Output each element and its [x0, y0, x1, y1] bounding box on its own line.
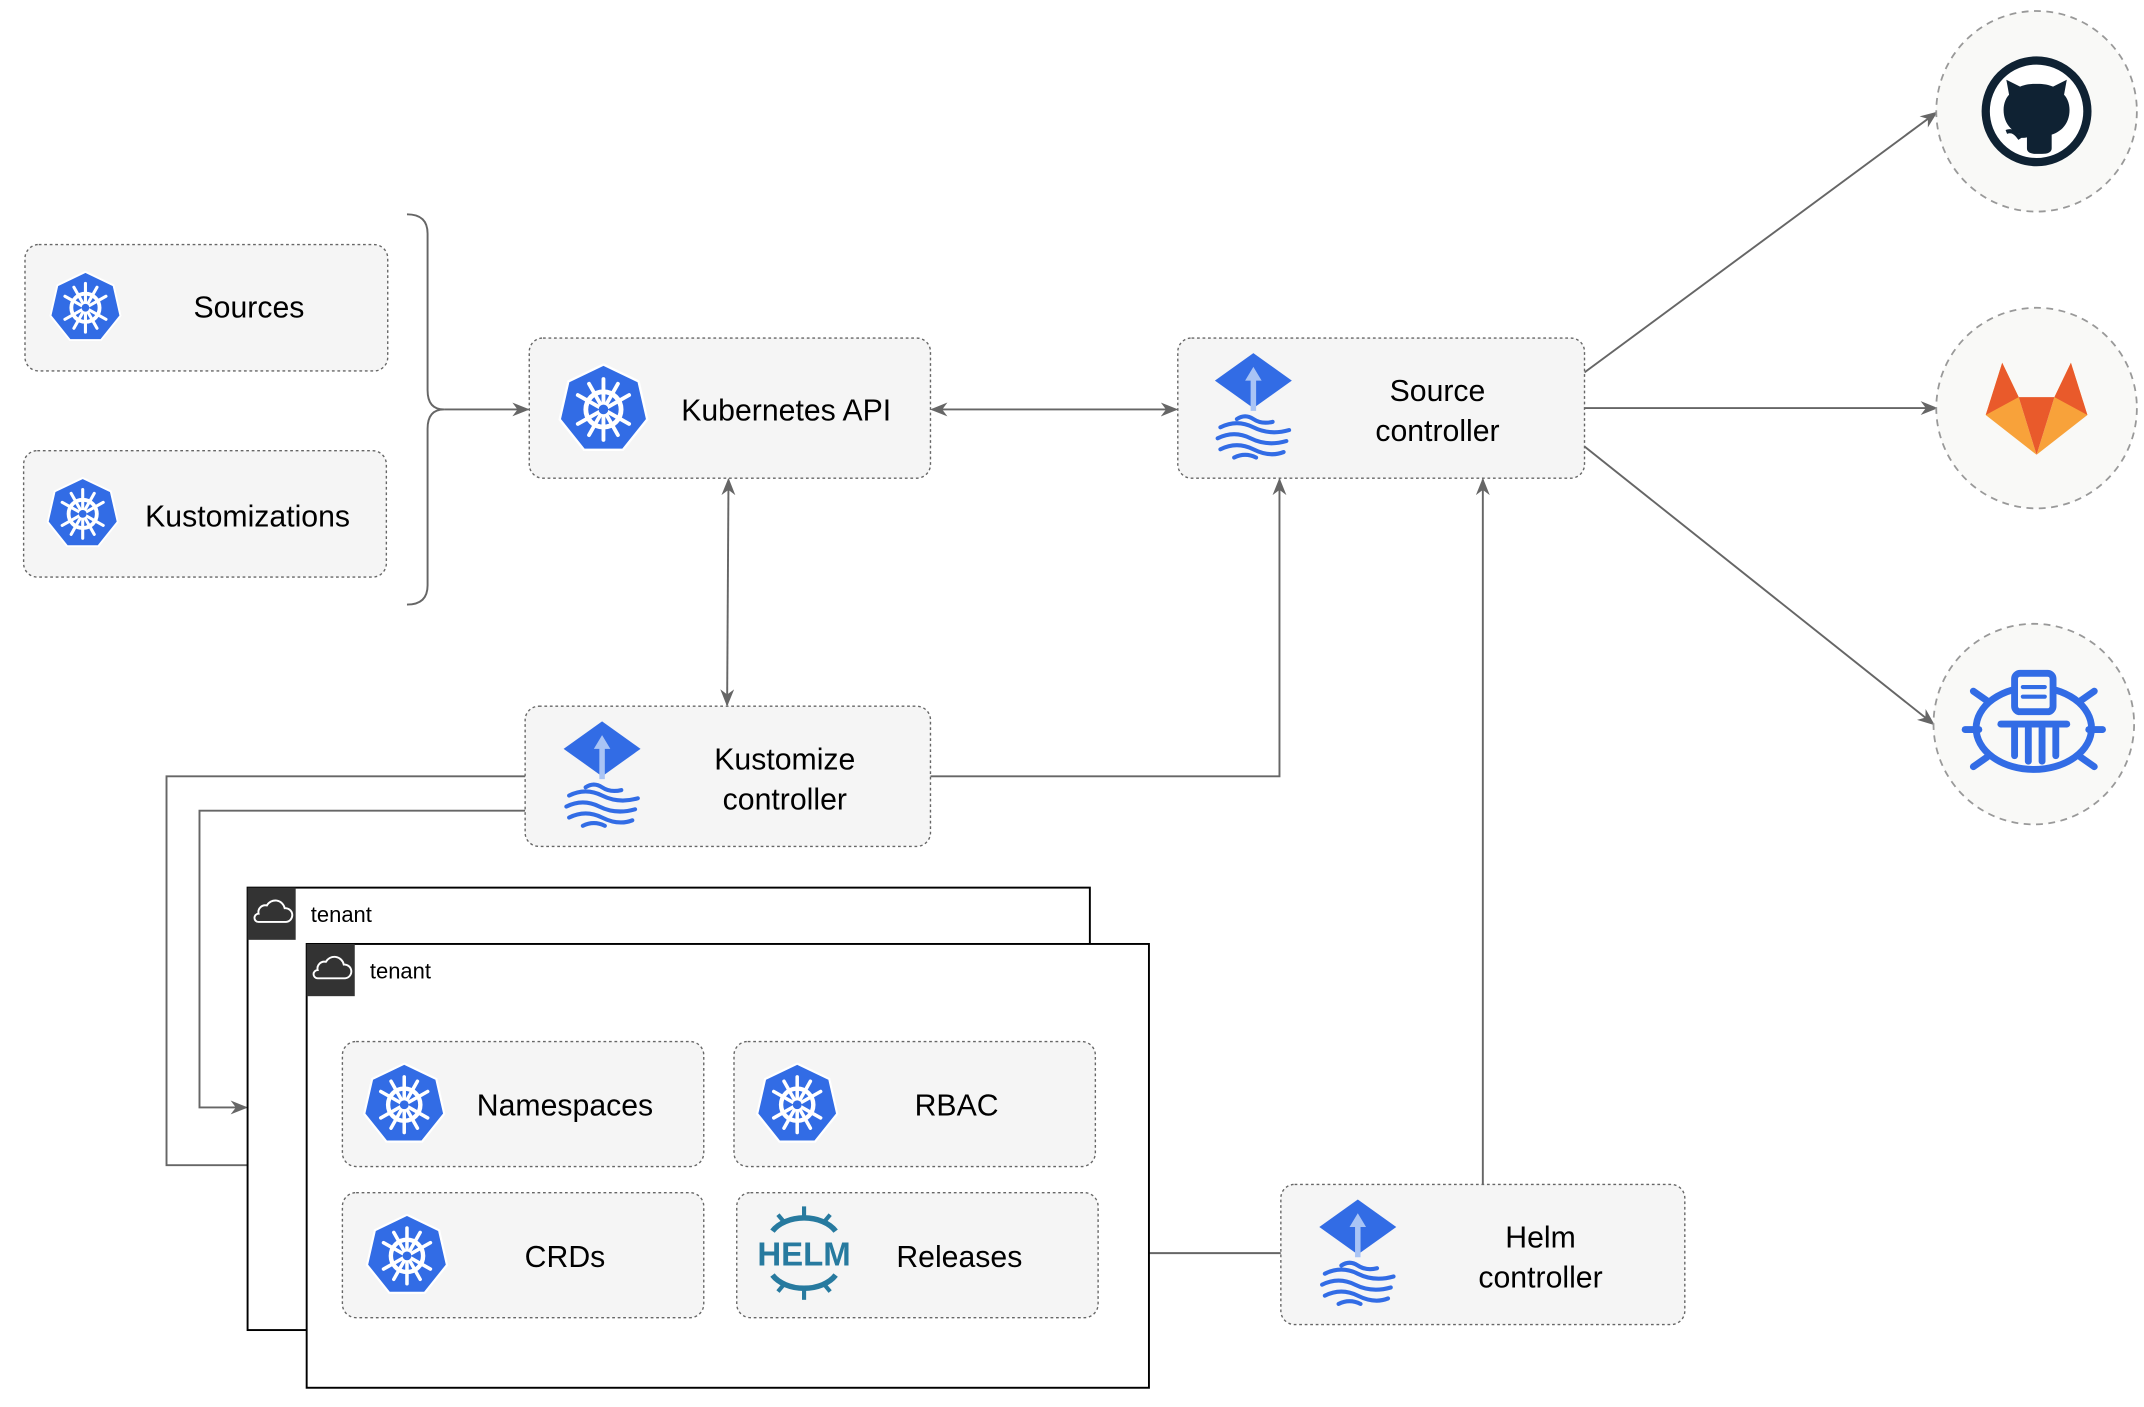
edge-kustomize-to-tenant-front	[165, 775, 526, 1173]
edge-source-to-github	[1583, 111, 1938, 374]
github-icon	[1981, 56, 2092, 167]
node-kubernetes-api[interactable]: Kubernetes API	[528, 337, 932, 479]
cloud-icon	[253, 899, 294, 923]
node-label-line1: Helm	[1505, 1222, 1576, 1255]
edge-kustomize-to-tenant-back	[198, 809, 526, 1115]
edges	[165, 111, 1938, 1261]
node-kustomize-controller[interactable]: Kustomize controller	[524, 705, 932, 848]
node-label: Namespaces	[477, 1090, 653, 1123]
svg-text:HELM: HELM	[757, 1235, 850, 1272]
tenant-label: tenant	[370, 958, 431, 983]
source-gitlab[interactable]	[1935, 306, 2138, 510]
node-label: CRDs	[525, 1241, 606, 1274]
edge-kustomize-to-source	[930, 477, 1287, 778]
node-releases[interactable]: HELM Releases	[736, 1191, 1099, 1319]
node-label-line2: controller	[1375, 415, 1499, 448]
source-bucket[interactable]	[1932, 622, 2136, 826]
node-sources[interactable]: Sources	[24, 243, 389, 372]
node-label-line1: Kustomize	[714, 743, 855, 776]
tenant-group-front[interactable]: tenant Namespaces RBAC CRDs HELM Release…	[305, 942, 1150, 1389]
node-rbac[interactable]: RBAC	[733, 1040, 1097, 1168]
node-label-line2: controller	[1478, 1261, 1602, 1294]
node-label: Kustomizations	[145, 500, 350, 533]
source-github[interactable]	[1935, 10, 2138, 213]
node-label: Kubernetes API	[681, 394, 891, 427]
node-namespaces[interactable]: Namespaces	[341, 1040, 705, 1168]
helm-icon: HELM	[757, 1206, 851, 1300]
brace	[406, 213, 445, 606]
node-source-controller[interactable]: Source controller	[1177, 337, 1586, 479]
node-label-line2: controller	[723, 783, 847, 816]
tenant-label: tenant	[311, 902, 372, 927]
node-helm-controller[interactable]: Helm controller	[1280, 1183, 1686, 1326]
node-crds[interactable]: CRDs	[341, 1191, 705, 1319]
bucket-icon	[1961, 669, 2106, 773]
gitlab-icon	[1985, 362, 2088, 455]
node-label: Sources	[194, 291, 305, 324]
cloud-icon-bg	[306, 943, 355, 997]
cloud-icon-bg	[247, 887, 296, 940]
edge-api-kustomize-controller	[720, 477, 736, 707]
node-label-line1: Source	[1390, 375, 1486, 408]
node-label: RBAC	[915, 1090, 999, 1123]
edge-source-to-bucket	[1583, 445, 1935, 726]
cloud-icon	[312, 955, 353, 980]
node-kustomizations[interactable]: Kustomizations	[22, 449, 388, 578]
node-label: Releases	[896, 1241, 1022, 1274]
